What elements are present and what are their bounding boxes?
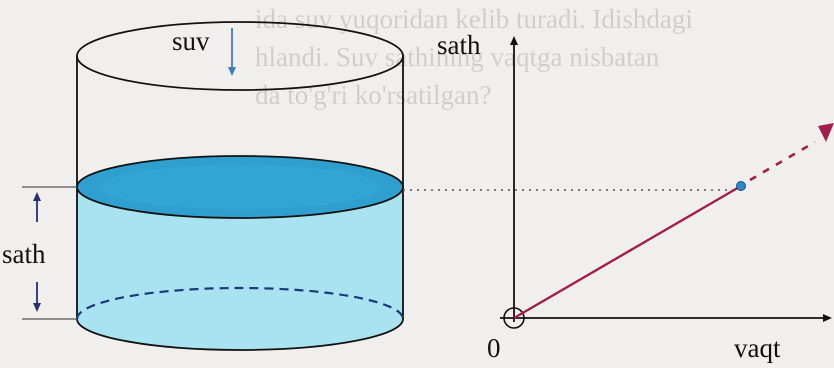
background-text-line: hlandi. Suv sathining vaqtga nisbatan — [255, 42, 660, 72]
y-axis-label: sath — [437, 30, 481, 60]
cylinder-bottom-edge — [76, 318, 404, 351]
graph: sath vaqt 0 — [437, 30, 834, 363]
origin-marker — [503, 307, 525, 329]
cylinder-top-rim — [76, 21, 404, 91]
water-label: suv — [172, 26, 210, 56]
water-surface-highlight — [100, 165, 380, 209]
background-text-line: da to'g'ri ko'rsatilgan? — [255, 80, 492, 110]
level-time-arrowhead — [818, 123, 834, 142]
current-level-point — [736, 181, 746, 191]
level-indicator: sath — [2, 186, 77, 320]
cylinder-bottom-hidden-edge — [75, 286, 405, 320]
water-body — [77, 187, 403, 350]
level-time-line-extension — [749, 140, 816, 182]
x-axis-label: vaqt — [734, 333, 781, 363]
background-text-line: ida suv yuqoridan kelib turadi. Idishdag… — [255, 4, 693, 34]
level-label: sath — [2, 239, 46, 269]
origin-label: 0 — [487, 333, 501, 363]
background-text: ida suv yuqoridan kelib turadi. Idishdag… — [255, 4, 693, 110]
level-time-line — [513, 184, 742, 320]
